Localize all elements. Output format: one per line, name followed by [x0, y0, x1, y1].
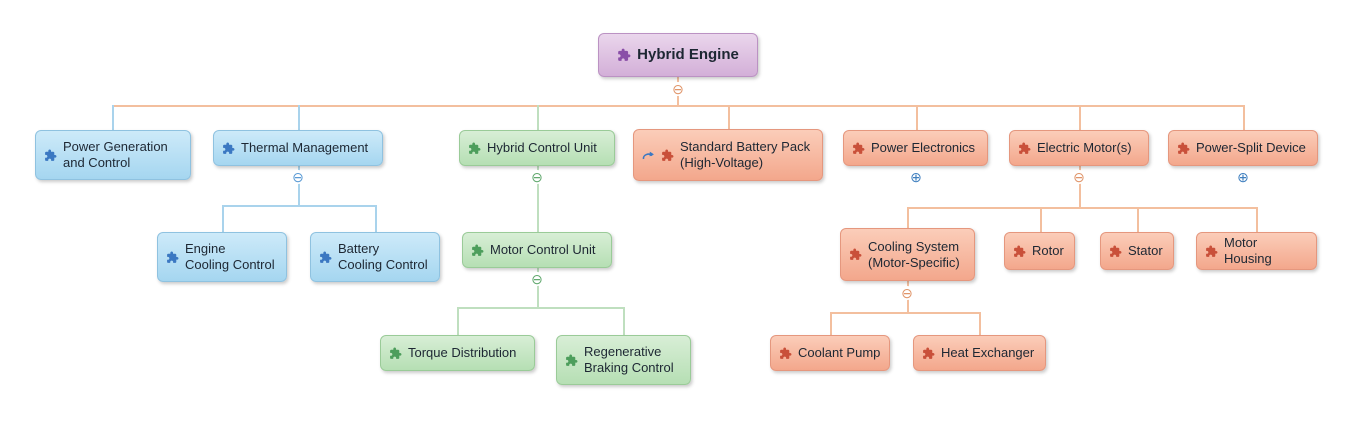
puzzle-icon	[471, 244, 484, 257]
node-label: Heat Exchanger	[941, 345, 1035, 361]
connector-line	[537, 268, 539, 307]
node-label: Motor Housing	[1224, 235, 1272, 266]
node-label: Battery Cooling Control	[338, 241, 428, 272]
node-label: Cooling System (Motor-Specific)	[868, 238, 960, 270]
node-standard-battery-pack[interactable]: Standard Battery Pack (High-Voltage)	[633, 129, 823, 181]
node-label: Regenerative Braking Control	[584, 344, 674, 375]
puzzle-icon	[44, 149, 57, 162]
expand-toggle-power-electronics[interactable]: ⊕	[909, 169, 923, 185]
node-label: Standard Battery Pack (High-Voltage)	[680, 139, 811, 170]
puzzle-icon	[166, 251, 179, 264]
puzzle-icon	[319, 251, 332, 264]
connector-line	[457, 307, 623, 309]
node-rotor[interactable]: Rotor	[1004, 232, 1075, 270]
collapse-toggle-hybrid-control-unit[interactable]: ⊖	[530, 169, 544, 185]
collapse-toggle-cooling-system[interactable]: ⊖	[900, 285, 914, 301]
connector-line	[1079, 166, 1081, 207]
node-label: Power Electronics	[871, 140, 976, 156]
connector-line	[537, 166, 539, 232]
connector-line	[907, 207, 909, 228]
puzzle-icon	[222, 142, 235, 155]
node-battery-cooling-control[interactable]: Battery Cooling Control	[310, 232, 440, 282]
relationship-arrow-icon	[642, 150, 655, 161]
connector-line	[112, 105, 114, 130]
puzzle-icon	[1013, 245, 1026, 258]
puzzle-icon	[565, 354, 578, 367]
node-label: Coolant Pump	[798, 345, 881, 361]
connector-line	[1137, 207, 1139, 232]
connector-line	[916, 105, 918, 130]
node-coolant-pump[interactable]: Coolant Pump	[770, 335, 890, 371]
node-label: Engine Cooling Control	[185, 241, 275, 272]
puzzle-icon	[849, 248, 862, 261]
puzzle-icon	[661, 149, 674, 162]
node-label: Torque Distribution	[408, 345, 517, 361]
connector-line	[222, 205, 224, 232]
node-power-electronics[interactable]: Power Electronics	[843, 130, 988, 166]
connector-line	[537, 105, 539, 130]
node-heat-exchanger[interactable]: Heat Exchanger	[913, 335, 1046, 371]
connector-line	[375, 205, 377, 232]
connector-line	[112, 105, 1243, 107]
collapse-toggle-hybrid-engine[interactable]: ⊖	[671, 81, 685, 97]
node-hybrid-control-unit[interactable]: Hybrid Control Unit	[459, 130, 615, 166]
node-hybrid-engine[interactable]: Hybrid Engine	[598, 33, 758, 77]
node-power-generation-and-control[interactable]: Power Generation and Control	[35, 130, 191, 180]
node-label: Motor Control Unit	[490, 242, 596, 258]
connector-line	[1256, 207, 1258, 232]
puzzle-icon	[1205, 245, 1218, 258]
puzzle-icon	[852, 142, 865, 155]
collapse-toggle-thermal-management[interactable]: ⊖	[291, 169, 305, 185]
connector-line	[1079, 105, 1081, 130]
node-label: Hybrid Control Unit	[487, 140, 597, 156]
connector-line	[298, 166, 300, 205]
connector-line	[728, 105, 730, 129]
puzzle-icon	[1018, 142, 1031, 155]
connector-line	[979, 312, 981, 335]
puzzle-icon	[468, 142, 481, 155]
collapse-toggle-electric-motors[interactable]: ⊖	[1072, 169, 1086, 185]
node-label: Power Generation and Control	[63, 139, 168, 170]
connector-line	[457, 307, 459, 335]
puzzle-icon	[617, 48, 631, 62]
expand-toggle-power-split-device[interactable]: ⊕	[1236, 169, 1250, 185]
node-label: Electric Motor(s)	[1037, 140, 1132, 156]
connector-line	[222, 205, 375, 207]
connector-line	[907, 207, 1256, 209]
puzzle-icon	[922, 347, 935, 360]
node-label: Hybrid Engine	[637, 45, 739, 63]
node-motor-control-unit[interactable]: Motor Control Unit	[462, 232, 612, 268]
node-label: Power-Split Device	[1196, 140, 1306, 156]
connector-line	[830, 312, 979, 314]
puzzle-icon	[1177, 142, 1190, 155]
node-motor-housing[interactable]: Motor Housing	[1196, 232, 1317, 270]
collapse-toggle-motor-control-unit[interactable]: ⊖	[530, 271, 544, 287]
connector-line	[1243, 105, 1245, 130]
node-thermal-management[interactable]: Thermal Management	[213, 130, 383, 166]
node-engine-cooling-control[interactable]: Engine Cooling Control	[157, 232, 287, 282]
node-power-split-device[interactable]: Power-Split Device	[1168, 130, 1318, 166]
connector-line	[623, 307, 625, 335]
node-stator[interactable]: Stator	[1100, 232, 1174, 270]
connector-line	[1040, 207, 1042, 232]
node-torque-distribution[interactable]: Torque Distribution	[380, 335, 535, 371]
connector-line	[830, 312, 832, 335]
connector-line	[298, 105, 300, 130]
node-cooling-system[interactable]: Cooling System (Motor-Specific)	[840, 228, 975, 281]
node-label: Thermal Management	[241, 140, 369, 156]
puzzle-icon	[389, 347, 402, 360]
node-regenerative-braking-control[interactable]: Regenerative Braking Control	[556, 335, 691, 385]
node-label: Rotor	[1032, 243, 1064, 259]
puzzle-icon	[779, 347, 792, 360]
node-electric-motors[interactable]: Electric Motor(s)	[1009, 130, 1149, 166]
node-label: Stator	[1128, 243, 1163, 259]
puzzle-icon	[1109, 245, 1122, 258]
